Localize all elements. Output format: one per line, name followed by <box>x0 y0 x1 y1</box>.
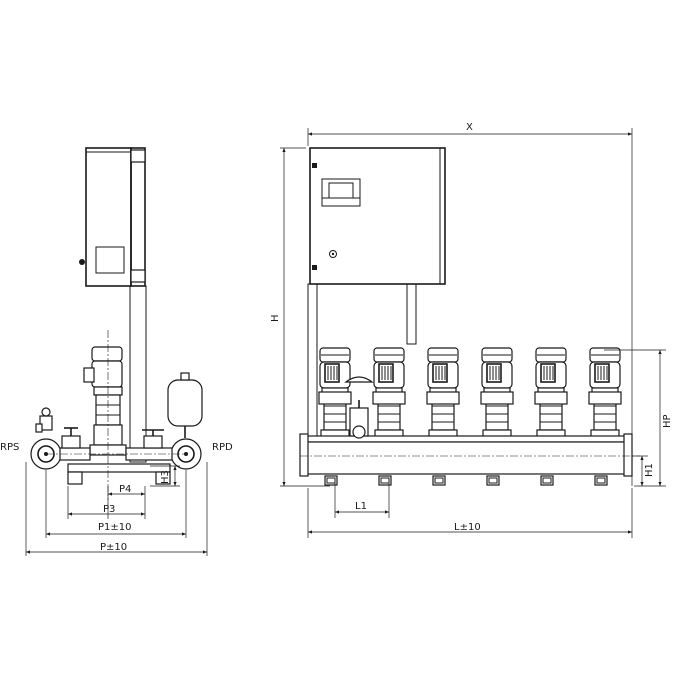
membrane-tank <box>167 372 203 438</box>
stand-side <box>129 285 147 463</box>
rpd-label: RPD <box>212 442 233 453</box>
stand-post-right <box>406 283 417 345</box>
discharge-manifold <box>125 429 202 470</box>
rps-label: RPS <box>0 442 19 453</box>
hp-dimension-label: HP <box>662 414 673 428</box>
side-dimensions <box>25 462 208 556</box>
control-cabinet-side <box>79 147 146 287</box>
p3-dimension-label: P3 <box>103 504 115 515</box>
base-frame-side <box>67 463 171 485</box>
p1-dimension-label: P1±10 <box>98 522 132 533</box>
manifold-front <box>299 433 640 477</box>
side-view: RPS RPD P4 H3 P3 P1±10 <box>0 147 233 556</box>
suction-manifold <box>30 407 91 470</box>
pump-valve-5 <box>534 391 568 405</box>
pump-valve-3 <box>426 391 460 405</box>
front-dimensions <box>280 128 666 538</box>
l1-dimension-label: L1 <box>355 501 367 512</box>
h3-dimension-label: H3 <box>160 470 171 484</box>
pump-valve-2 <box>372 391 406 405</box>
control-cabinet-front <box>309 147 446 285</box>
pump-valve-6 <box>588 391 622 405</box>
h-dimension-label: H <box>270 314 281 322</box>
h1-dimension-label: H1 <box>644 463 655 477</box>
p4-dimension-label: P4 <box>119 484 131 495</box>
frame-foot-5 <box>540 475 554 486</box>
pressure-switch-front <box>344 376 374 439</box>
pump-row <box>318 347 622 441</box>
pump-valve-4 <box>480 391 514 405</box>
frame-foot-6 <box>594 475 608 486</box>
x-dimension-label: X <box>466 122 473 133</box>
p-dimension-label: P±10 <box>100 542 127 553</box>
stand-post-left <box>307 283 318 463</box>
front-view: X H HP H1 L1 L±10 <box>270 122 673 538</box>
l-dimension-label: L±10 <box>454 522 481 533</box>
frame-foot-4 <box>486 475 500 486</box>
pump-valve-1 <box>318 391 352 405</box>
foot-row <box>324 475 608 486</box>
pump-side <box>83 346 127 456</box>
frame-foot-3 <box>432 475 446 486</box>
